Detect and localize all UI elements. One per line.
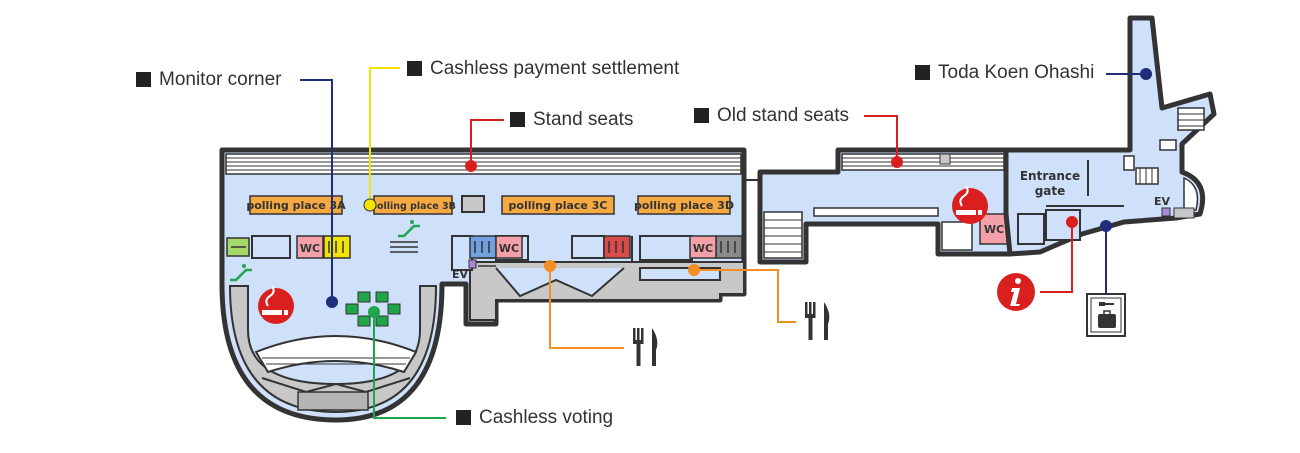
entrance-label-line1: Entrance <box>1020 169 1080 183</box>
monitor-corner-callout: Monitor corner <box>136 70 282 89</box>
stairs-red <box>603 235 631 259</box>
stand-seats-leader <box>470 119 504 166</box>
wc-label: WC <box>693 242 713 255</box>
restaurant-leader <box>549 266 624 349</box>
polling-place-3d <box>637 195 731 215</box>
main-hall <box>219 147 760 423</box>
monitor-corner-label: Monitor corner <box>159 69 282 90</box>
cashless-payment-callout: Cashless payment settlement <box>407 59 679 78</box>
wc-boxes: WC WC WC <box>296 235 717 259</box>
legend-square-icon <box>136 72 151 87</box>
information-leader <box>1040 222 1073 293</box>
smoking-area-icon <box>952 185 988 224</box>
wc-label: WC <box>984 223 1004 236</box>
polling-places: polling place 3A polling place 3B pollin… <box>246 195 734 215</box>
polling-place-3a <box>249 195 343 215</box>
old-stand-seats-leader <box>864 115 898 162</box>
legend-square-icon <box>407 61 422 76</box>
legend-square-icon <box>510 112 525 127</box>
ev-label: EV <box>1154 195 1171 208</box>
monitor-corner-marker <box>326 296 338 308</box>
restaurant-icon <box>633 328 658 366</box>
cashless-voting-marker <box>368 306 380 318</box>
information-marker <box>1066 216 1078 228</box>
legend-square-icon <box>694 108 709 123</box>
toda-koen-ohashi-marker <box>1140 68 1152 80</box>
restaurant-leader <box>694 269 796 323</box>
restaurant-marker <box>544 260 556 272</box>
polling-place-3d-label: polling place 3D <box>634 199 734 212</box>
cashless-voting-callout: Cashless voting <box>456 408 613 427</box>
wc-label: WC <box>300 242 320 255</box>
stand-seats-label: Stand seats <box>533 109 634 130</box>
old-stand-seats-callout: Old stand seats <box>694 106 849 125</box>
ev-label: EV <box>452 268 469 281</box>
escalator-icon <box>230 264 252 282</box>
cashless-payment-marker <box>363 198 377 212</box>
polling-place-3b-label: polling place 3B <box>370 201 456 212</box>
monitor-corner-leader <box>300 79 333 302</box>
toda-koen-ohashi-label: Toda Koen Ohashi <box>938 62 1095 83</box>
stairs-yellow <box>323 235 351 259</box>
cashless-voting-label: Cashless voting <box>479 407 614 428</box>
restaurant-marker <box>688 264 700 276</box>
coin-locker-marker <box>1100 220 1112 232</box>
information-icon <box>997 273 1035 311</box>
cashless-payment-leader <box>369 67 400 205</box>
cashless-voting-leader <box>373 312 446 419</box>
stairs-blue <box>469 235 497 259</box>
stand-seats-callout: Stand seats <box>510 110 633 129</box>
cashless-voting-terminals <box>345 291 401 327</box>
polling-place-3c <box>501 195 615 215</box>
old-stand-seats-label: Old stand seats <box>717 105 850 126</box>
cashless-payment-label: Cashless payment settlement <box>430 58 680 79</box>
wc-label: WC <box>499 242 519 255</box>
entrance-building: Entrance gate EV <box>1003 15 1217 257</box>
stairs-green <box>226 237 250 257</box>
legend-square-icon <box>915 65 930 80</box>
toda-koen-ohashi-callout: Toda Koen Ohashi <box>915 63 1094 82</box>
legend-square-icon <box>456 410 471 425</box>
restaurant-icon <box>805 302 830 340</box>
smoking-area-icon <box>258 285 294 324</box>
old-stand-seats-marker <box>891 156 903 168</box>
stand-seats-marker <box>465 160 477 172</box>
escalator-icon <box>398 220 420 238</box>
polling-place-3a-label: polling place 3A <box>246 199 346 212</box>
coin-locker-icon <box>1086 293 1126 337</box>
stairs-small <box>390 241 496 267</box>
stairs-grey <box>715 235 743 259</box>
entrance-label-line2: gate <box>1035 184 1066 198</box>
polling-place-3c-label: polling place 3C <box>509 199 608 212</box>
